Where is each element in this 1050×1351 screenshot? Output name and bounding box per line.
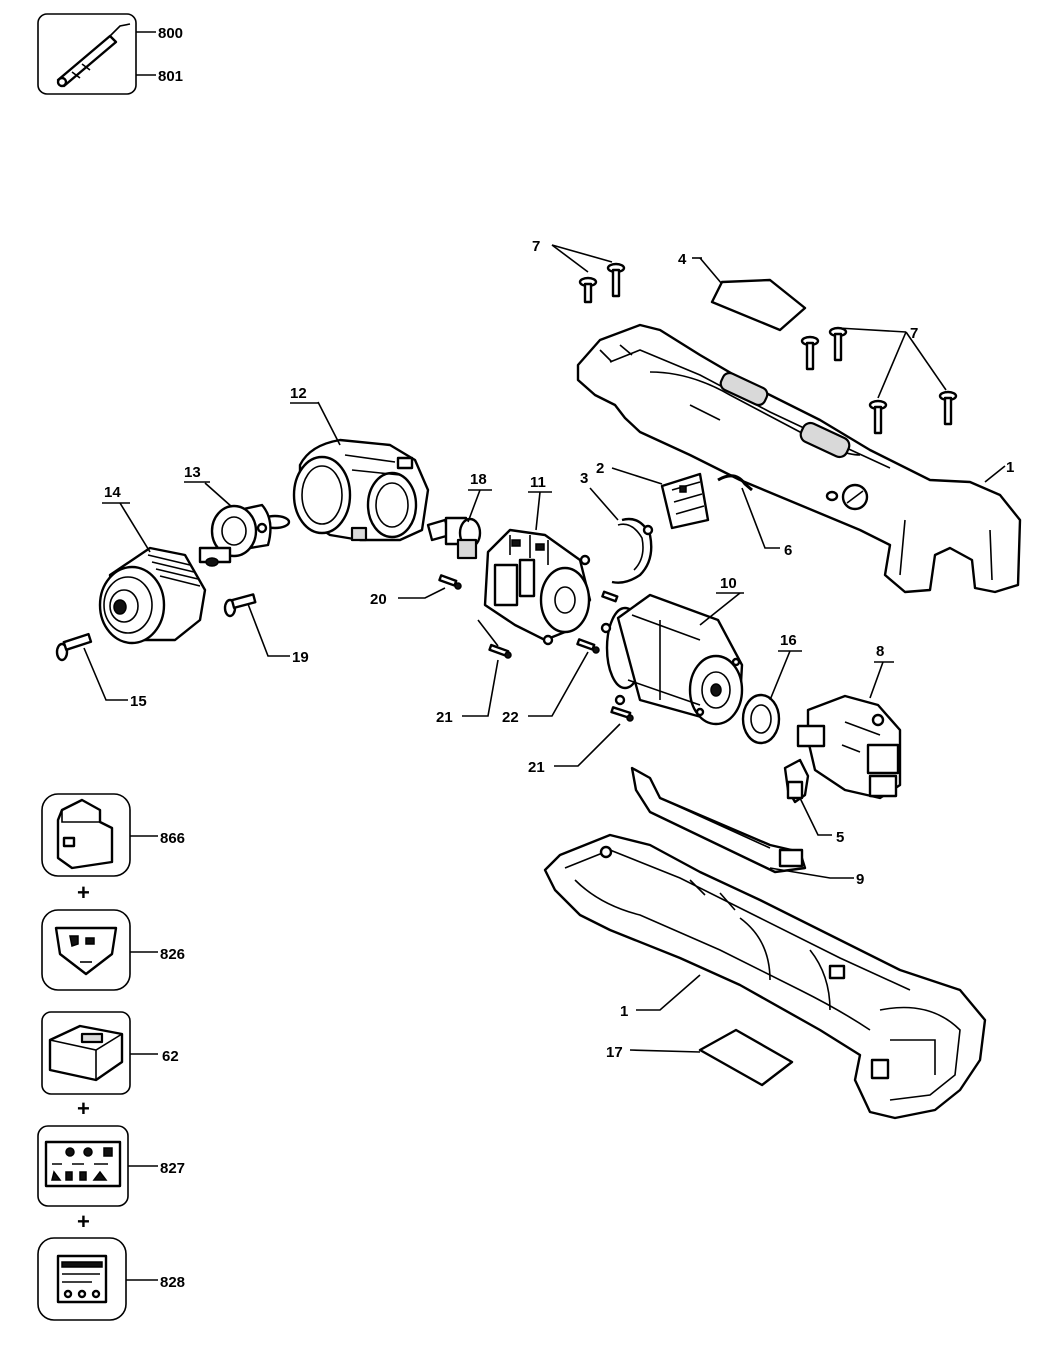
- planetary-gearbox: [483, 528, 592, 646]
- battery-pack-box: [41, 793, 131, 877]
- screw-15: [55, 632, 93, 662]
- upper-housing-half: [576, 323, 1022, 594]
- housing-screws: [578, 262, 958, 435]
- reversing-button: [783, 758, 810, 804]
- screw-19: [223, 593, 257, 618]
- callout-6: 6: [784, 542, 792, 559]
- callout-1-upper: 1: [1006, 459, 1014, 476]
- callout-800: 800: [158, 25, 183, 42]
- service-tool-icon: [56, 23, 131, 88]
- callout-15: 15: [130, 693, 147, 710]
- accessory-tool-box: [37, 13, 137, 95]
- callout-10: 10: [720, 575, 737, 592]
- plus-sign-1: +: [77, 880, 90, 905]
- nameplate-box: [37, 1237, 127, 1321]
- callout-12: 12: [290, 385, 307, 402]
- callout-9: 9: [856, 871, 864, 888]
- battery-pack-icon: [56, 798, 114, 870]
- battery-lead: [630, 766, 807, 874]
- battery-label-box: [41, 909, 131, 991]
- callout-18: 18: [470, 471, 487, 488]
- nameplate-label-icon: [56, 1254, 108, 1304]
- callout-4: 4: [678, 251, 687, 268]
- spring-part-6: [717, 474, 753, 492]
- keyless-chuck: [98, 546, 207, 645]
- callout-7-left: 7: [532, 238, 540, 255]
- retaining-ring: [611, 517, 654, 584]
- callout-13: 13: [184, 464, 201, 481]
- lower-housing-half: [543, 833, 987, 1120]
- callout-828: 828: [160, 1274, 185, 1291]
- callout-866: 866: [160, 830, 185, 847]
- screw-21-left: [488, 643, 512, 659]
- trigger-switch: [796, 694, 902, 800]
- switch-plate: [660, 472, 710, 530]
- screw-22: [576, 590, 619, 654]
- plus-sign-2: +: [77, 1096, 90, 1121]
- callout-16: 16: [780, 632, 797, 649]
- charger-icon: [48, 1024, 124, 1082]
- callout-21-left: 21: [436, 709, 453, 726]
- callout-2: 2: [596, 460, 604, 477]
- callout-21-right: 21: [528, 759, 545, 776]
- callout-827: 827: [160, 1160, 185, 1177]
- screw-20: [438, 574, 462, 590]
- callout-1-lower: 1: [620, 1003, 628, 1020]
- label-part-4: [710, 278, 807, 332]
- plus-sign-3: +: [77, 1209, 90, 1234]
- callout-826: 826: [160, 946, 185, 963]
- gear-housing: [292, 438, 430, 542]
- screw-21-right: [610, 706, 634, 722]
- callout-62: 62: [162, 1048, 179, 1065]
- callout-801: 801: [158, 68, 183, 85]
- callout-11: 11: [530, 474, 546, 491]
- callout-22: 22: [502, 709, 519, 726]
- callout-17: 17: [606, 1044, 623, 1061]
- callout-3: 3: [580, 470, 588, 487]
- bearing-ring: [741, 693, 781, 745]
- charger-label-box: [37, 1125, 129, 1207]
- label-part-17: [698, 1028, 794, 1087]
- battery-label-icon: [54, 926, 118, 976]
- callout-20: 20: [370, 591, 387, 608]
- charger-box: [41, 1011, 131, 1095]
- callout-8: 8: [876, 643, 884, 660]
- pinion-gear: [426, 516, 482, 560]
- spindle-assembly: [198, 503, 291, 567]
- callout-5: 5: [836, 829, 844, 846]
- callout-14: 14: [104, 484, 121, 501]
- motor: [600, 593, 744, 726]
- callout-19: 19: [292, 649, 309, 666]
- callout-7-right: 7: [910, 325, 918, 342]
- charger-label-icon: [44, 1140, 122, 1188]
